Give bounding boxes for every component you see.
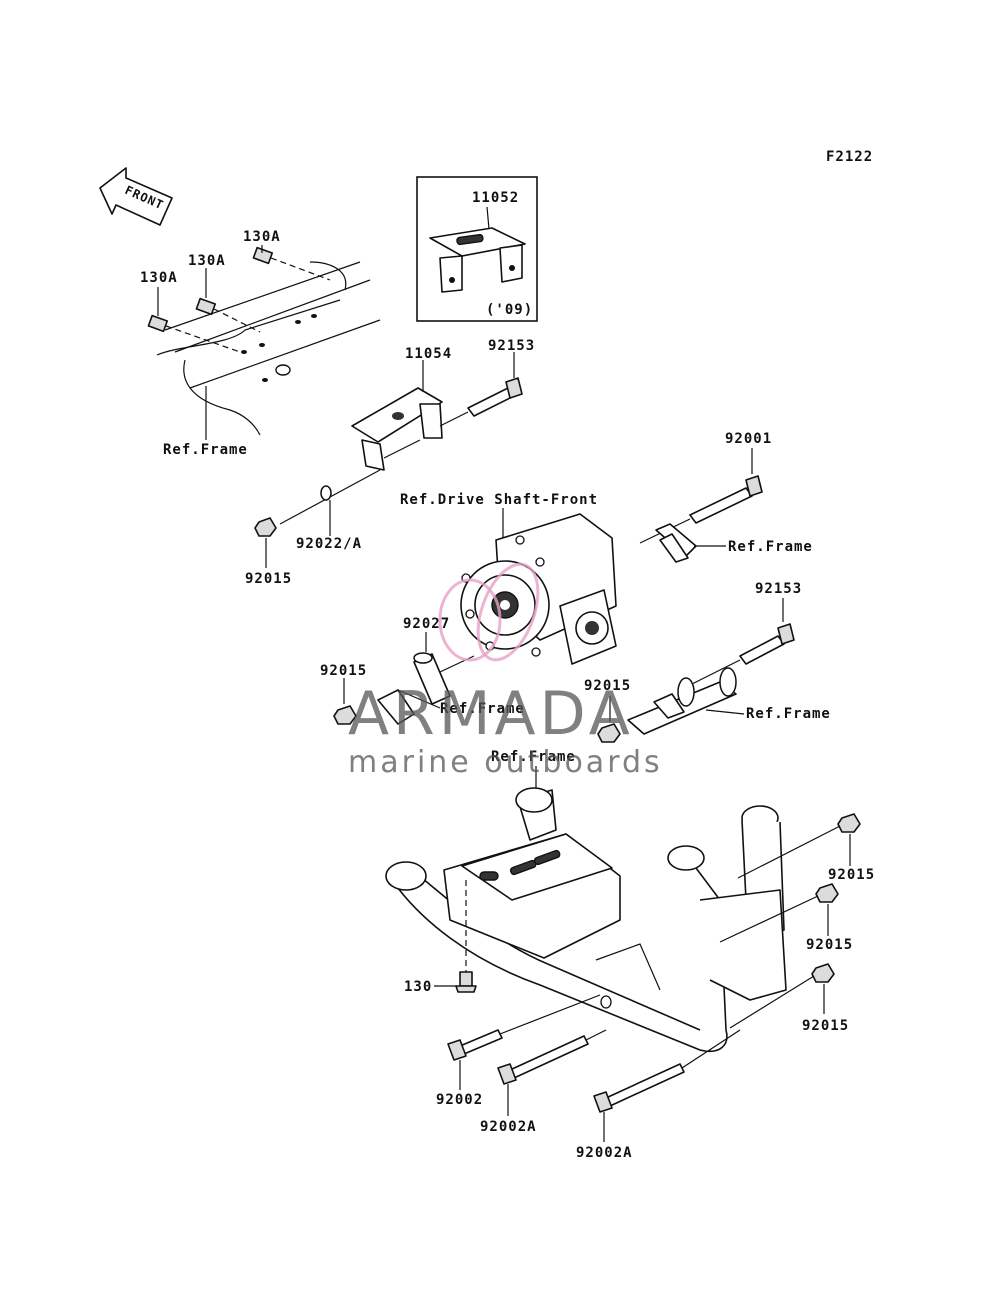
- bolt-92153-icon: [679, 623, 795, 691]
- bolt-130-label: 130: [404, 979, 432, 995]
- ref-frame-left-label: Ref.Frame: [163, 442, 248, 458]
- nut-92015-icon: [597, 723, 621, 743]
- ref-frame-center-label: Ref.Frame: [440, 701, 525, 717]
- nut-92015-icon: [333, 705, 357, 725]
- bolt-130a-label-1: 130A: [140, 270, 178, 286]
- inset-year-note: ('09): [486, 302, 533, 318]
- nut-92015-a-label: 92015: [245, 571, 292, 587]
- bolt-92153-mid-label: 92153: [755, 581, 802, 597]
- bolt-92002a-label-2: 92002A: [576, 1145, 633, 1161]
- bolt-92002-icon: [447, 994, 601, 1061]
- bolt-92002a-icon: [497, 1029, 607, 1085]
- nut-92015-icon: [815, 883, 839, 903]
- bolt-130a-label-2: 130A: [188, 253, 226, 269]
- inset-part-number: 11052: [472, 190, 519, 206]
- collar-92027-icon: [413, 652, 475, 705]
- bolt-130-icon: [455, 880, 477, 993]
- watermark-tagline: marine outboards: [348, 745, 663, 780]
- nut-92015-c-label: 92015: [584, 678, 631, 694]
- ref-frame-right-mid-label: Ref.Frame: [746, 706, 831, 722]
- washer-92022a-icon: [320, 485, 332, 501]
- bolt-130a-icon: [195, 297, 261, 333]
- nut-92015-icon: [837, 813, 861, 833]
- nut-92015-b-label: 92015: [320, 663, 367, 679]
- bracket-11054-label: 11054: [405, 346, 452, 362]
- bolt-92002-label: 92002: [436, 1092, 483, 1108]
- bolt-130a-icon: [147, 314, 241, 353]
- frame-bracket-icon: [377, 689, 441, 725]
- ref-drive-shaft-label: Ref.Drive Shaft-Front: [400, 492, 598, 508]
- watermark-logo: ARMADA marine outboards: [348, 562, 663, 780]
- ref-frame-right-upper-label: Ref.Frame: [728, 539, 813, 555]
- frame-upper-icon: [156, 261, 381, 436]
- lower-frame-icon: [385, 787, 787, 1052]
- bolt-130a-label-3: 130A: [243, 229, 281, 245]
- nut-92015-icon: [811, 963, 835, 983]
- front-arrow-icon: FRONT: [99, 167, 173, 226]
- inset-box: 11052 ('09): [416, 176, 538, 322]
- watermark-brand: ARMADA: [348, 679, 634, 749]
- bracket-11054-icon: [351, 387, 443, 471]
- bolt-92153-icon: [439, 377, 523, 427]
- nut-92015-d-label: 92015: [828, 867, 875, 883]
- nut-92015-f-label: 92015: [802, 1018, 849, 1034]
- collar-92027-label: 92027: [403, 616, 450, 632]
- frame-bracket-mid-icon: [627, 667, 737, 735]
- washer-92022a-label: 92022/A: [296, 536, 362, 552]
- nut-92015-icon: [254, 517, 277, 537]
- bolt-92002a-label-1: 92002A: [480, 1119, 537, 1135]
- bracket-11052-icon: [429, 227, 526, 293]
- ref-frame-lower-label: Ref.Frame: [491, 749, 576, 765]
- bolt-92001-label: 92001: [725, 431, 772, 447]
- bolt-130a-icon: [252, 246, 331, 281]
- figure-code: F2122: [826, 149, 873, 165]
- frame-tab-icon: [655, 523, 697, 563]
- bolt-92153-top-label: 92153: [488, 338, 535, 354]
- bolt-92002a-icon: [593, 1029, 741, 1113]
- nut-92015-e-label: 92015: [806, 937, 853, 953]
